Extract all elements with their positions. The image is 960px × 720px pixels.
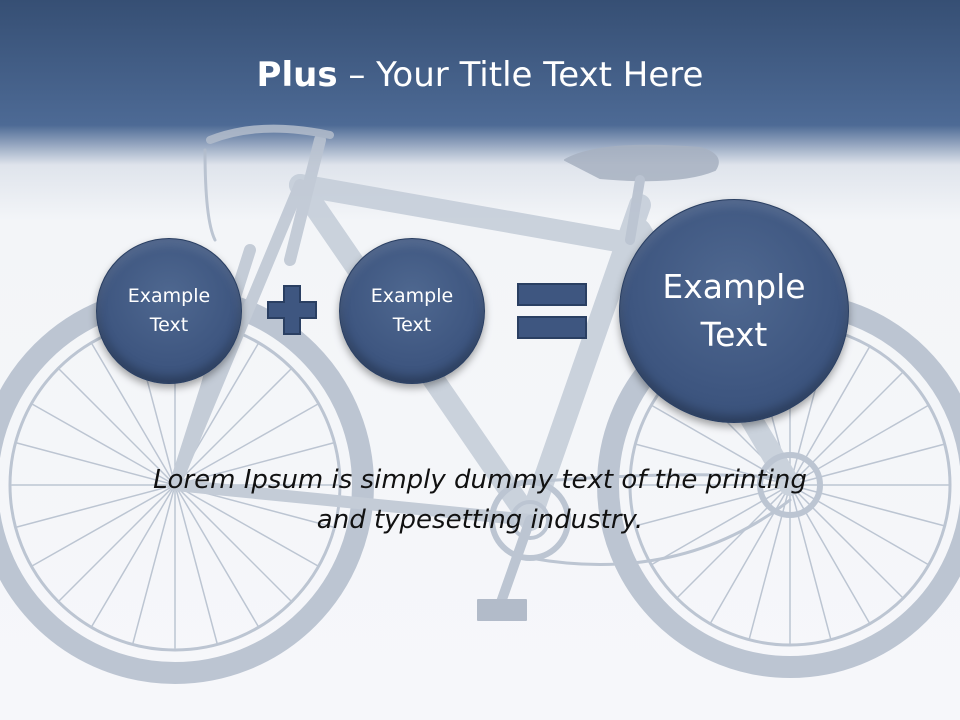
caption-line-1: Lorem Ipsum is simply dummy text of the …	[153, 465, 807, 495]
title-bold-word: Plus	[256, 55, 338, 95]
circle-left-label: Example Text	[127, 285, 211, 336]
circle-result-label: Example Text	[662, 267, 806, 354]
slide-title: Plus – Your Title Text Here	[0, 52, 960, 98]
title-rest-text: – Your Title Text Here	[337, 55, 704, 95]
circle-result: Example Text	[619, 199, 849, 423]
caption: Lorem Ipsum is simply dummy text of the …	[60, 460, 900, 540]
plus-icon	[267, 285, 317, 335]
caption-line-2: and typesetting industry.	[316, 505, 644, 535]
equals-icon	[517, 283, 587, 339]
circle-middle: Example Text	[339, 238, 485, 384]
circle-left: Example Text	[96, 238, 242, 384]
circle-middle-label: Example Text	[370, 285, 454, 336]
